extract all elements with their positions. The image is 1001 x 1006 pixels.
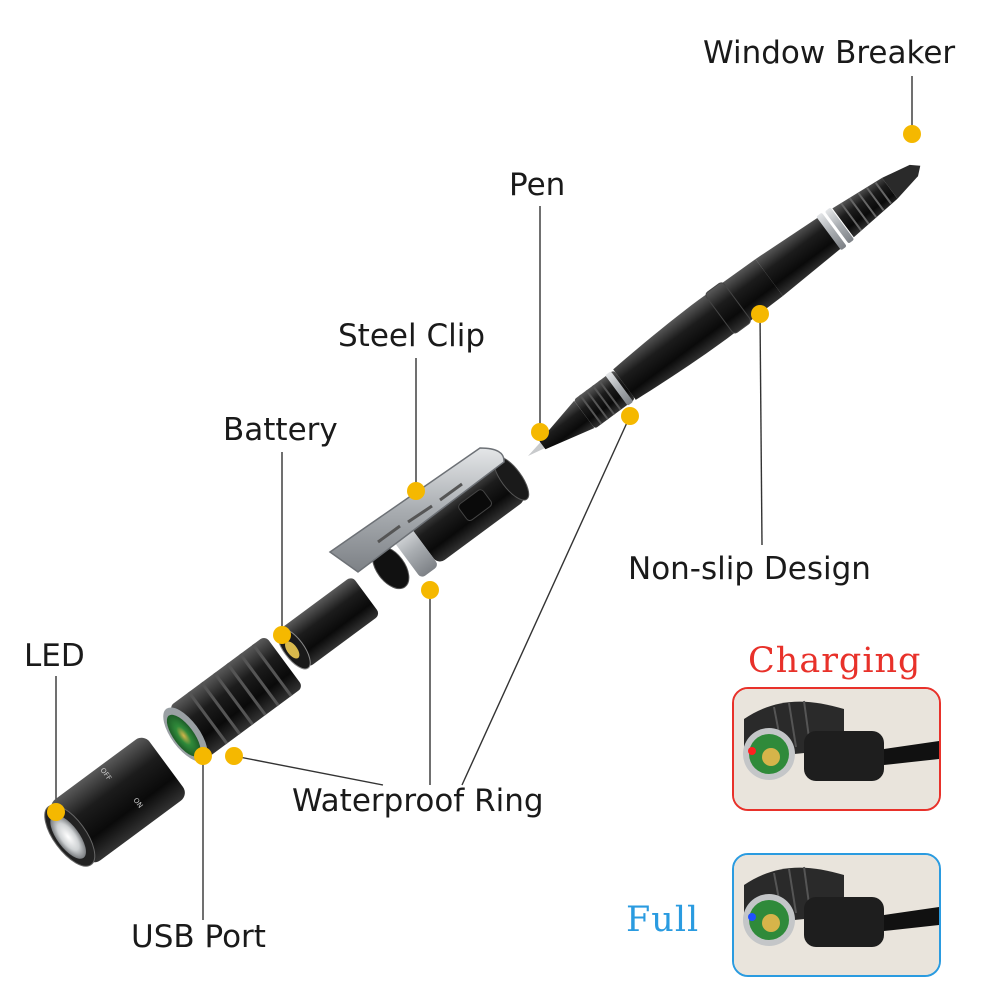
label-window-breaker: Window Breaker: [703, 35, 956, 71]
label-non-slip-design: Non-slip Design: [628, 551, 871, 587]
marker-waterproof-top: [621, 407, 639, 425]
marker-steel-clip: [407, 482, 425, 500]
label-steel-clip: Steel Clip: [338, 318, 485, 354]
full-photo-drawing: [734, 855, 939, 975]
label-usb-port: USB Port: [131, 919, 266, 955]
charging-photo: [732, 687, 941, 811]
marker-waterproof-body: [225, 747, 243, 765]
marker-window-breaker: [903, 125, 921, 143]
steel-clip: [328, 447, 505, 573]
label-battery: Battery: [223, 412, 338, 448]
full-photo: [732, 853, 941, 977]
flashlight-body: [163, 638, 301, 762]
charging-status-label: Charging: [748, 641, 922, 681]
red-led-icon: [748, 747, 756, 755]
battery: [276, 578, 379, 670]
clip-section: [372, 456, 530, 590]
full-status-label: Full: [626, 900, 700, 940]
label-pen: Pen: [509, 167, 566, 203]
leader-lines: [55, 76, 913, 920]
blue-led-icon: [748, 913, 756, 921]
marker-usb-port: [194, 747, 212, 765]
leader-waterproof-3: [461, 415, 631, 786]
markers: [47, 125, 921, 821]
marker-battery: [273, 626, 291, 644]
marker-led: [47, 803, 65, 821]
label-waterproof-ring: Waterproof Ring: [292, 783, 544, 819]
marker-pen: [531, 423, 549, 441]
leader-waterproof-1: [233, 755, 384, 786]
label-led: LED: [24, 638, 85, 674]
marker-non-slip: [751, 305, 769, 323]
charging-photo-drawing: [734, 689, 939, 809]
pen-main-body: [528, 164, 921, 456]
marker-waterproof-clip: [421, 581, 439, 599]
leader-non-slip: [759, 313, 763, 546]
